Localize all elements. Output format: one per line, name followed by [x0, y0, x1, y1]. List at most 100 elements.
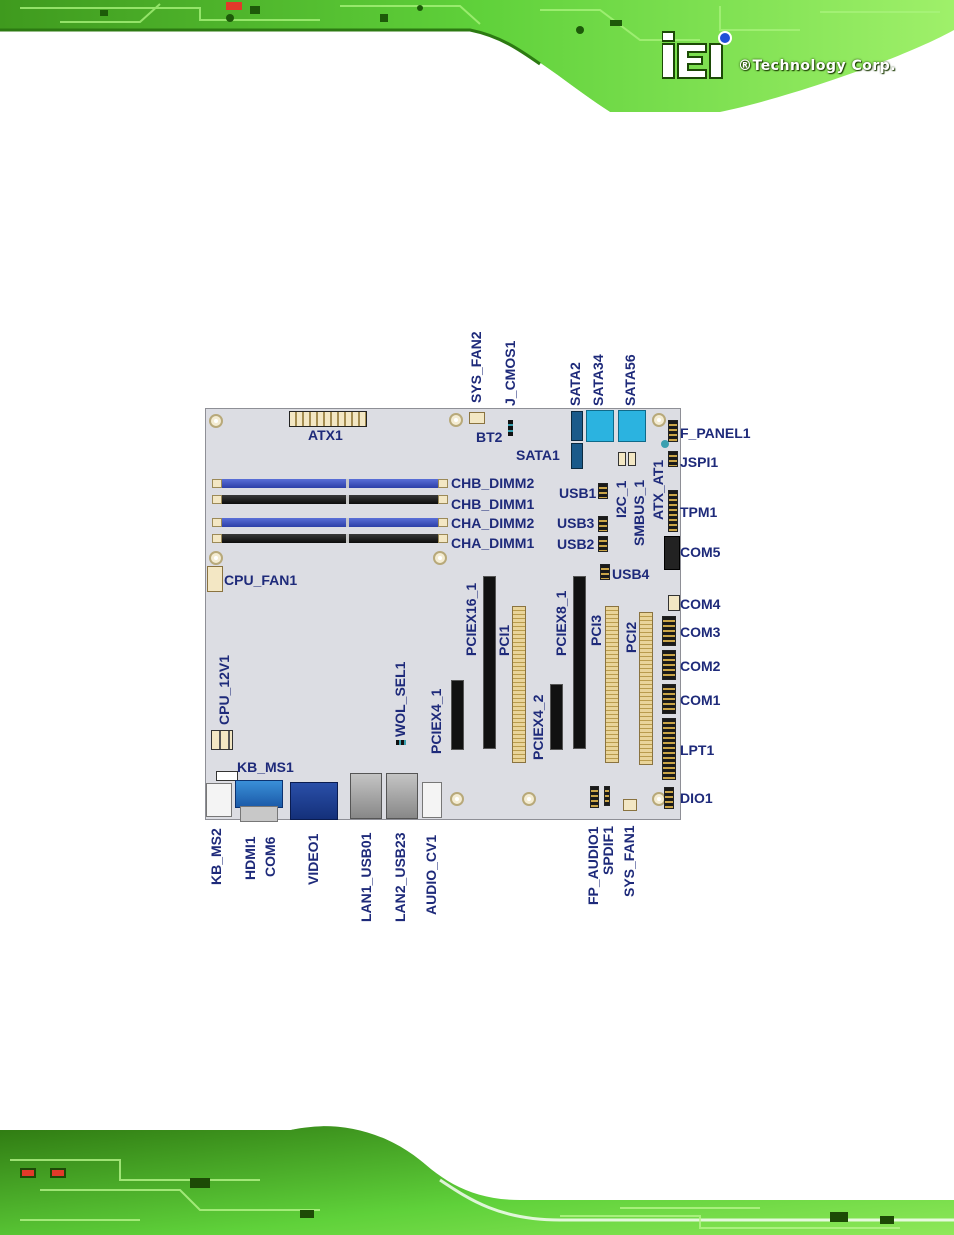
label-com1: COM1: [680, 692, 721, 708]
label-lan1-usb01: LAN1_USB01: [358, 832, 374, 922]
mounting-hole: [449, 413, 463, 427]
pciex4-2-slot: [550, 684, 563, 750]
mounting-hole: [433, 551, 447, 565]
label-lpt1: LPT1: [680, 742, 715, 758]
label-f-panel1: F_PANEL1: [680, 425, 751, 441]
spdif1-header: [604, 786, 610, 806]
cpu-fan1-connector: [207, 566, 223, 592]
com1-header: [662, 684, 676, 714]
label-kb-ms1: KB_MS1: [237, 759, 294, 775]
iei-logo-mark-icon: [662, 31, 732, 79]
label-sata2: SATA2: [567, 362, 583, 406]
sys-fan2-connector: [469, 412, 485, 424]
cha-dimm2-slot: [212, 518, 448, 527]
label-kb-ms2: KB_MS2: [208, 828, 224, 885]
label-smbus-1: SMBUS_1: [631, 479, 647, 546]
label-wol-sel1: WOL_SEL1: [392, 661, 408, 737]
label-pci3: PCI3: [588, 614, 604, 646]
j-cmos1-jumper: [508, 420, 513, 436]
label-atx-at1: ATX_AT1: [650, 459, 666, 520]
label-hdmi1: HDMI1: [242, 836, 258, 880]
pciex8-1-slot: [573, 576, 586, 749]
label-pci2: PCI2: [623, 621, 639, 653]
pci2-slot: [639, 612, 653, 765]
label-fp-audio1: FP_AUDIO1: [585, 826, 601, 905]
com4-connector: [668, 595, 680, 611]
mounting-hole: [450, 792, 464, 806]
circuit-footer-banner: [0, 1120, 954, 1235]
pciex16-1-slot: [483, 576, 496, 749]
label-cha-dimm2: CHA_DIMM2: [451, 515, 535, 531]
label-sata34: SATA34: [590, 354, 606, 406]
video1-port: [290, 782, 338, 820]
label-cpu-fan1: CPU_FAN1: [224, 572, 298, 588]
label-lan2-usb23: LAN2_USB23: [392, 832, 408, 922]
audio-cv1-port: [422, 782, 442, 818]
label-com3: COM3: [680, 624, 721, 640]
usb1-header: [598, 483, 608, 499]
label-chb-dimm2: CHB_DIMM2: [451, 475, 535, 491]
sata56-connector: [618, 410, 646, 442]
lpt1-header: [662, 718, 676, 780]
motherboard-outline: [205, 408, 681, 820]
label-pciex8-1: PCIEX8_1: [553, 590, 569, 656]
label-pciex4-2: PCIEX4_2: [530, 694, 546, 760]
usb3-header: [598, 516, 608, 532]
label-i2c-1: I2C_1: [613, 480, 629, 518]
com6-port: [240, 806, 278, 822]
sata2-connector: [571, 411, 583, 441]
usb4-header: [600, 564, 610, 580]
sata34-connector: [586, 410, 614, 442]
chb-dimm2-slot: [212, 479, 448, 488]
company-name: ®Technology Corp.: [738, 58, 897, 74]
label-pciex4-1: PCIEX4_1: [428, 688, 444, 754]
wol-sel1-jumper: [396, 740, 406, 745]
com5-connector: [664, 536, 680, 570]
label-sata1: SATA1: [516, 447, 560, 463]
atx1-connector: [289, 411, 367, 427]
f-panel1-header: [668, 420, 678, 442]
fp-audio1-header: [590, 786, 599, 808]
jspi1-header: [668, 451, 678, 467]
lan2-usb23-port: [386, 773, 418, 819]
circuit-header-banner: [0, 0, 954, 115]
label-com2: COM2: [680, 658, 721, 674]
pci1-slot: [512, 606, 526, 763]
mounting-hole: [522, 792, 536, 806]
sata1-connector: [571, 443, 583, 469]
label-chb-dimm1: CHB_DIMM1: [451, 496, 535, 512]
label-video1: VIDEO1: [305, 833, 321, 885]
label-com6: COM6: [262, 836, 278, 877]
smbus-1-header: [628, 452, 636, 466]
pciex4-1-slot: [451, 680, 464, 750]
usb2-header: [598, 536, 608, 552]
label-spdif1: SPDIF1: [600, 825, 616, 875]
kb-ms2-port: [206, 783, 232, 817]
label-sys-fan1: SYS_FAN1: [621, 825, 637, 897]
label-usb2: USB2: [557, 536, 595, 552]
label-com5: COM5: [680, 544, 721, 560]
dio1-header: [664, 787, 674, 809]
label-cha-dimm1: CHA_DIMM1: [451, 535, 535, 551]
label-pciex16-1: PCIEX16_1: [463, 582, 479, 656]
label-tpm1: TPM1: [680, 504, 718, 520]
com2-header: [662, 650, 676, 680]
iei-logo: ®Technology Corp.: [662, 20, 932, 90]
atx-at1-jumper: [661, 440, 669, 448]
lan1-usb01-port: [350, 773, 382, 819]
mounting-hole: [209, 414, 223, 428]
com3-header: [662, 616, 676, 646]
chb-dimm1-slot: [212, 495, 448, 504]
label-usb1: USB1: [559, 485, 597, 501]
label-usb4: USB4: [612, 566, 650, 582]
label-pci1: PCI1: [496, 624, 512, 656]
sys-fan1-connector: [623, 799, 637, 811]
cha-dimm1-slot: [212, 534, 448, 543]
label-j-cmos1: J_CMOS1: [502, 340, 518, 406]
hdmi1-port: [235, 780, 283, 808]
label-sata56: SATA56: [622, 354, 638, 406]
label-jspi1: JSPI1: [680, 454, 719, 470]
label-com4: COM4: [680, 596, 721, 612]
kb-ms1-connector: [216, 771, 238, 781]
tpm1-header: [668, 490, 678, 532]
